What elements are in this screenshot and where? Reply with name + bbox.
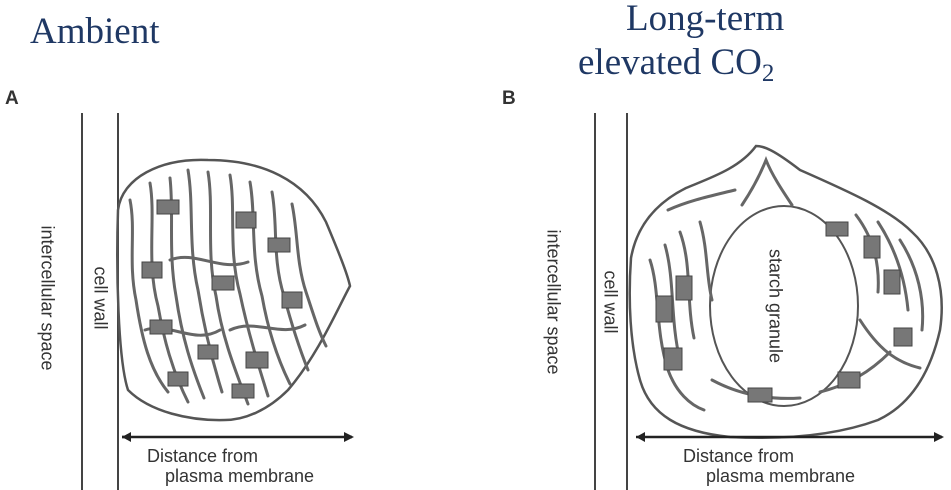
panel-a-cell-wall-label: cell wall [90, 266, 111, 329]
distance-arrow-a-left-head [122, 432, 131, 442]
panel-b-distance-line1: Distance from [683, 446, 794, 466]
panel-a-intercellular-label: intercellular space [37, 225, 58, 370]
distance-arrow-b-left-head [636, 432, 645, 442]
panel-b-cell-wall-label: cell wall [600, 270, 621, 333]
starch-granule-label: starch granule [765, 249, 786, 363]
panel-a-distance-line2: plasma membrane [165, 466, 314, 486]
panel-b-distance-line2: plasma membrane [706, 466, 855, 486]
panel-a-distance-line1: Distance from [147, 446, 258, 466]
panel-b-intercellular-label: intercellular space [543, 229, 564, 374]
grana-stacks-a [142, 200, 302, 398]
panel-a-drawing [82, 113, 352, 490]
thylakoid-top-b [742, 160, 792, 205]
